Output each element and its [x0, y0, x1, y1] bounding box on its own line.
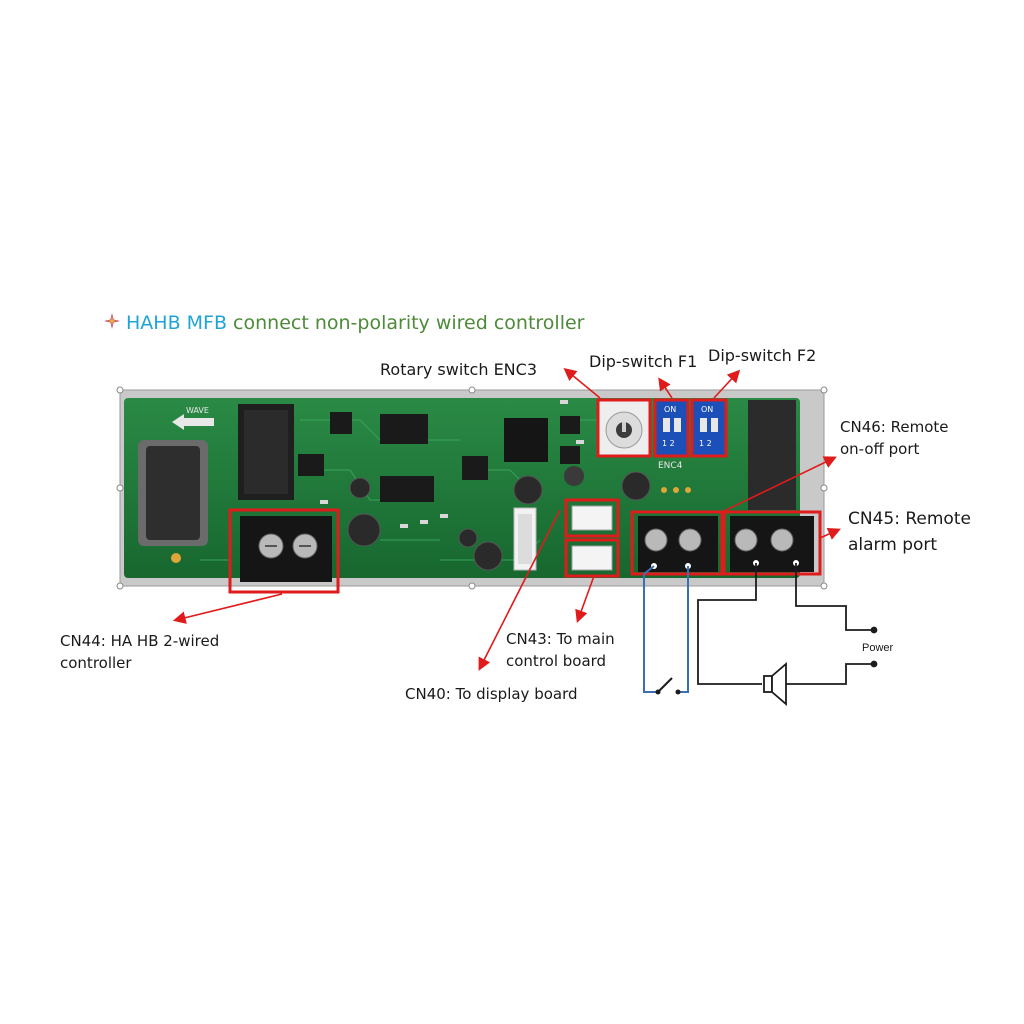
bullet-icon [104, 312, 126, 334]
switch-icon [657, 677, 673, 693]
dip-f1-on: ON [664, 405, 676, 414]
enc4-label: ENC4 [658, 461, 683, 471]
alarm-wiring [697, 563, 878, 706]
arrow-cn46 [721, 456, 837, 513]
cn40-connector[interactable] [513, 507, 537, 571]
dip-switch-f2[interactable]: ON 1 2 [690, 398, 728, 458]
cn43-label: CN43: To main control board [506, 628, 615, 672]
cn46-terminal-block[interactable] [630, 510, 724, 576]
cn44-terminal-block[interactable] [228, 508, 340, 594]
cn45-label: CN45: Remote alarm port [848, 506, 971, 558]
title-part2: connect non-polarity wired controller [227, 312, 585, 334]
dip-switch-f1-label: Dip-switch F1 [589, 352, 698, 371]
dip-switch-f1[interactable]: ON 1 2 [653, 398, 690, 458]
plate-handles [116, 386, 828, 590]
wave-arrow-label: WAVE [172, 406, 214, 430]
rotary-switch-label: Rotary switch ENC3 [380, 360, 537, 379]
cn46-label-line1: CN46: Remote [840, 418, 949, 436]
wave-text: WAVE [186, 406, 209, 415]
transformer [138, 440, 208, 563]
arrow-dip-f2 [713, 369, 741, 399]
speaker-icon [763, 662, 787, 706]
arrow-cn45 [819, 528, 841, 540]
cn45-label-line1: CN45: Remote [848, 509, 971, 529]
cn44-label: CN44: HA HB 2-wired controller [60, 630, 219, 674]
ic-1 [380, 414, 428, 444]
arrow-dip-f1 [658, 377, 673, 399]
page-title: HAHB MFB connect non-polarity wired cont… [104, 312, 584, 334]
rotary-switch-enc3[interactable] [596, 398, 652, 458]
title-part1: HAHB MFB [126, 312, 228, 334]
cn46-label: CN46: Remote on-off port [840, 416, 948, 460]
cn43-connector[interactable] [564, 498, 620, 578]
ic-3 [298, 454, 324, 476]
arrow-rotary [563, 367, 601, 399]
cn44-label-line1: CN44: HA HB 2-wired [60, 632, 220, 650]
dip-f1-numbers: 1 2 [662, 439, 675, 448]
arrow-cn40 [478, 509, 561, 671]
arrow-cn43 [575, 575, 595, 624]
capacitors [347, 471, 651, 571]
dip-switch-f2-label: Dip-switch F2 [708, 346, 817, 365]
ic-2 [462, 456, 488, 480]
cn44-label-line2: controller [60, 654, 132, 672]
remote-switch-wiring [643, 565, 689, 695]
pointer-arrows [172, 367, 841, 671]
cn43-label-line1: CN43: To main [506, 630, 615, 648]
ic-4 [380, 476, 434, 502]
cn45-terminal-block[interactable] [722, 510, 822, 576]
cn43-label-line2: control board [506, 652, 607, 670]
cn45-label-line2: alarm port [848, 535, 938, 555]
dip-f2-on: ON [701, 405, 713, 414]
ic-mcu [504, 418, 548, 462]
dip-f2-numbers: 1 2 [699, 439, 712, 448]
cn40-label: CN40: To display board [405, 685, 578, 703]
power-label: Power [862, 642, 894, 654]
arrow-cn44 [172, 593, 283, 624]
cn46-label-line2: on-off port [840, 440, 920, 458]
relay-right [748, 400, 796, 510]
